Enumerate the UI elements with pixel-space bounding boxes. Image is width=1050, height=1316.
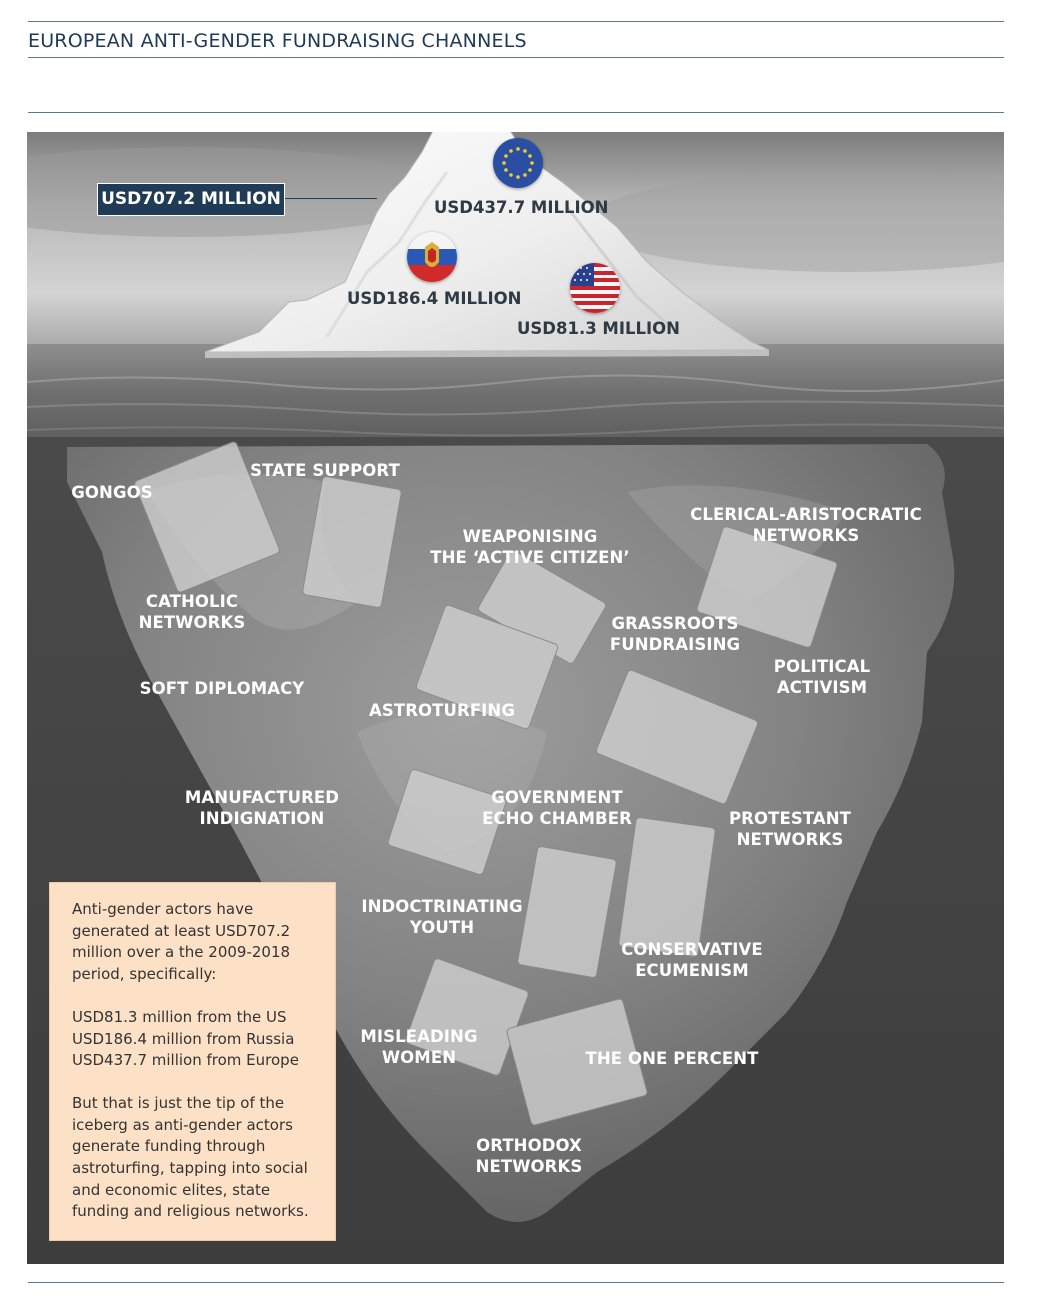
info-box: Anti-gender actors have generated at lea… xyxy=(49,882,336,1241)
russia-flag-icon xyxy=(407,232,457,282)
channel-the-one-percent: THE ONE PERCENT xyxy=(585,1049,759,1068)
channel-conservative-ecumenism: CONSERVATIVE ECUMENISM xyxy=(621,940,763,980)
bottom-rule xyxy=(28,1282,1004,1283)
page-title: EUROPEAN ANTI-GENDER FUNDRAISING CHANNEL… xyxy=(28,30,527,52)
iceberg-scene: USD707.2 MILLION USD437.7 MILLION USD186… xyxy=(27,132,1004,1264)
channel-indoctrinating-youth: INDOCTRINATING YOUTH xyxy=(361,897,523,937)
top-rule xyxy=(28,21,1004,22)
channel-orthodox-networks: ORTHODOX NETWORKS xyxy=(475,1136,583,1176)
section-rule xyxy=(28,112,1004,113)
channel-government-echo-chamber: GOVERNMENT ECHO CHAMBER xyxy=(482,788,632,828)
russia-amount: USD186.4 MILLION xyxy=(347,289,522,308)
channel-state-support: STATE SUPPORT xyxy=(250,461,400,480)
usa-flag-icon xyxy=(570,263,620,313)
eu-amount: USD437.7 MILLION xyxy=(434,198,609,217)
channel-weaponising-active-citizen: WEAPONISING THE ‘ACTIVE CITIZEN’ xyxy=(430,527,630,567)
channel-manufactured-indignation: MANUFACTURED INDIGNATION xyxy=(184,788,340,828)
info-breakdown: USD81.3 million from the US USD186.4 mil… xyxy=(72,1007,317,1072)
info-conclusion: But that is just the tip of the iceberg … xyxy=(72,1093,309,1221)
info-breakdown-us: USD81.3 million from the US xyxy=(72,1007,287,1026)
channel-misleading-women: MISLEADING WOMEN xyxy=(360,1027,478,1067)
channel-soft-diplomacy: SOFT DIPLOMACY xyxy=(139,679,305,698)
channel-astroturfing: ASTROTURFING xyxy=(369,701,515,720)
eu-flag-icon xyxy=(493,138,543,188)
channel-political-activism: POLITICAL ACTIVISM xyxy=(773,657,871,697)
channel-gongos: GONGOS xyxy=(71,483,153,502)
channel-grassroots-fundraising: GRASSROOTS FUNDRAISING xyxy=(609,614,741,654)
title-rule xyxy=(28,57,1004,58)
info-intro: Anti-gender actors have generated at lea… xyxy=(72,900,291,984)
channel-clerical-aristocratic-networks: CLERICAL-ARISTOCRATIC NETWORKS xyxy=(690,505,922,545)
usa-amount: USD81.3 MILLION xyxy=(517,319,680,338)
info-breakdown-russia: USD186.4 million from Russia xyxy=(72,1029,295,1048)
channel-protestant-networks: PROTESTANT NETWORKS xyxy=(728,809,852,849)
total-amount-badge: USD707.2 MILLION xyxy=(97,183,285,216)
badge-leader-line xyxy=(285,198,377,199)
channel-catholic-networks: CATHOLIC NETWORKS xyxy=(138,592,246,632)
info-breakdown-europe: USD437.7 million from Europe xyxy=(72,1051,299,1070)
